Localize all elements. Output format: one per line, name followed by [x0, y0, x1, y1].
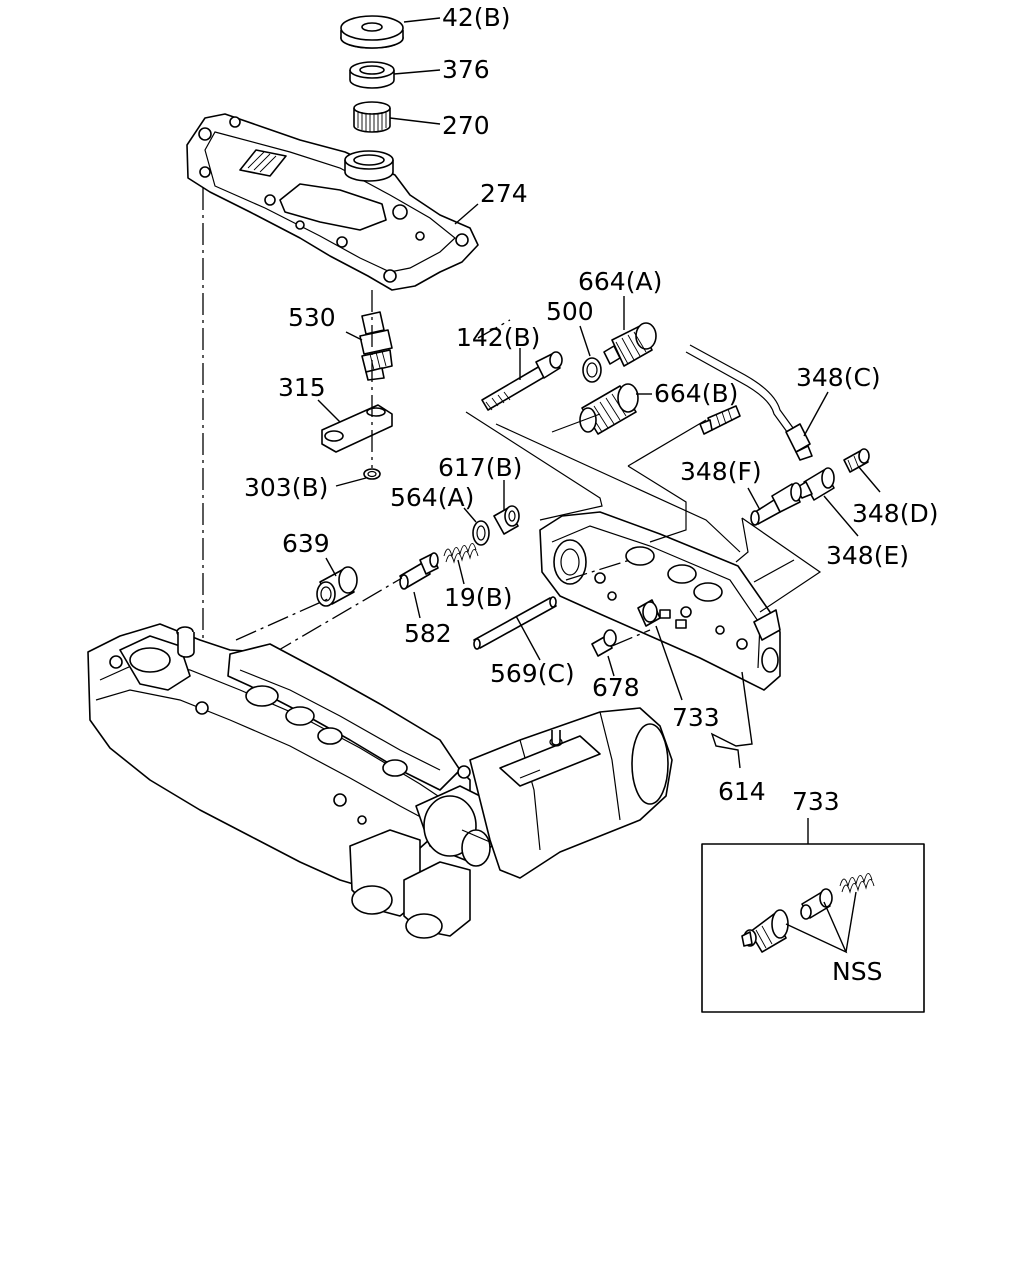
- part-664a-solenoid: [603, 322, 657, 367]
- label-303b: 303(B): [244, 473, 328, 502]
- label-500: 500: [546, 297, 594, 326]
- callout-labels: 42(B) 376 270 274 664(A) 500 530 142(B) …: [244, 3, 938, 986]
- part-348c-sensor: [785, 423, 813, 461]
- part-639-plug: [316, 566, 358, 607]
- actuator-unit: [469, 707, 673, 879]
- part-564a-o-ring: [472, 520, 490, 546]
- label-569c: 569(C): [490, 659, 575, 688]
- label-348d: 348(D): [852, 499, 938, 528]
- part-376-bushing: [349, 61, 395, 89]
- part-315-plate: [321, 404, 393, 453]
- part-569c-pin: [473, 596, 557, 650]
- transmission-case: [87, 623, 501, 939]
- part-617b-plug: [493, 505, 520, 535]
- label-42b: 42(B): [442, 3, 510, 32]
- label-617b: 617(B): [438, 453, 522, 482]
- label-348f: 348(F): [680, 457, 762, 486]
- label-315: 315: [278, 373, 326, 402]
- part-42b-cap: [340, 15, 404, 49]
- assembly-guide-lines: [235, 319, 822, 655]
- part-500-o-ring: [582, 357, 602, 383]
- inset-label-733: 733: [792, 787, 840, 816]
- part-614-valve-body: [539, 511, 781, 691]
- label-348c: 348(C): [796, 363, 881, 392]
- part-348e-fitting: [795, 467, 835, 501]
- label-678: 678: [592, 673, 640, 702]
- part-19b-spring: [443, 543, 479, 564]
- label-614: 614: [718, 777, 766, 806]
- part-530-switch: [359, 311, 393, 381]
- part-348d-fitting: [843, 448, 870, 473]
- label-348e: 348(E): [826, 541, 909, 570]
- part-274-cover-plate: [186, 113, 479, 291]
- label-270: 270: [442, 111, 490, 140]
- label-582: 582: [404, 619, 452, 648]
- label-376: 376: [442, 55, 490, 84]
- inset-label-nss: NSS: [832, 957, 882, 986]
- inset-box: [701, 843, 925, 1013]
- part-303b-o-ring: [363, 468, 381, 480]
- label-19b: 19(B): [444, 583, 512, 612]
- part-348f-sensor: [750, 482, 802, 526]
- label-639: 639: [282, 529, 330, 558]
- label-564a: 564(A): [390, 483, 474, 512]
- label-530: 530: [288, 303, 336, 332]
- label-274: 274: [480, 179, 528, 208]
- label-733: 733: [672, 703, 720, 732]
- label-142b: 142(B): [456, 323, 540, 352]
- label-664b: 664(B): [654, 379, 738, 408]
- part-142b-bolt: [481, 351, 563, 411]
- leader-lines: [317, 17, 881, 844]
- part-348-wire-harness: [685, 344, 797, 437]
- part-678-plug: [591, 629, 617, 657]
- part-664b-solenoid: [579, 383, 639, 435]
- part-582-valve: [399, 552, 439, 590]
- label-664a: 664(A): [578, 267, 662, 296]
- part-270-needle-bearing: [353, 101, 391, 133]
